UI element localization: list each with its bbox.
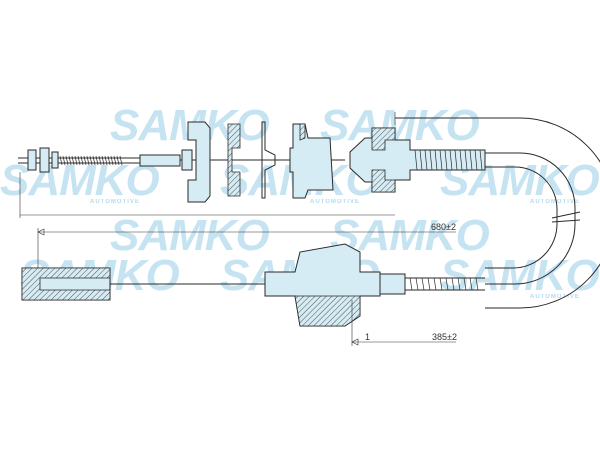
dimension-small-mark: 1 xyxy=(365,332,370,342)
rod-sleeve xyxy=(139,154,181,167)
washer xyxy=(51,151,59,169)
cable-conduit xyxy=(395,117,600,309)
dimension-short-length: 385±2 xyxy=(432,332,457,342)
dimension-arrow xyxy=(351,338,359,346)
grommet-section xyxy=(227,123,241,197)
lower-thread-marks xyxy=(409,277,479,291)
watermark-subtext: AUTOMOTIVE xyxy=(90,199,140,205)
dimension-arrow xyxy=(37,228,45,236)
conduit-break-mark xyxy=(551,211,581,223)
watermark-subtext: AUTOMOTIVE xyxy=(310,199,360,205)
lower-ferrule xyxy=(379,273,406,295)
conduit-outer-lower xyxy=(485,215,576,285)
conduit-outer xyxy=(485,152,576,215)
lower-cable-assembly xyxy=(21,243,485,327)
lower-housing-section xyxy=(265,295,361,327)
watermark-text: SAMKO xyxy=(0,156,160,205)
upper-cable-assembly xyxy=(18,121,486,203)
adjust-nut xyxy=(39,147,50,173)
thread-marks xyxy=(59,155,123,166)
watermark-subtext: AUTOMOTIVE xyxy=(530,199,580,205)
conduit-inner-lower xyxy=(485,215,558,269)
bushing xyxy=(289,123,334,199)
dimension-bend xyxy=(395,117,600,309)
watermark-subtext: AUTOMOTIVE xyxy=(530,294,580,300)
watermark-text: SAMKO xyxy=(110,211,270,260)
retaining-clip xyxy=(261,121,276,199)
boot-collar xyxy=(181,149,193,171)
cable-end-section xyxy=(21,267,111,301)
bushing-section xyxy=(299,123,306,141)
lock-nut xyxy=(27,149,37,171)
adjuster-section xyxy=(371,169,396,193)
dimension-overall-length: 680±2 xyxy=(431,222,456,232)
conduit-inner xyxy=(485,166,558,215)
rubber-boot xyxy=(187,121,211,203)
adjuster-section xyxy=(371,127,396,151)
dimension-lines: 680±2 385±2 1 xyxy=(19,112,457,346)
outer-thread-marks xyxy=(414,149,483,171)
